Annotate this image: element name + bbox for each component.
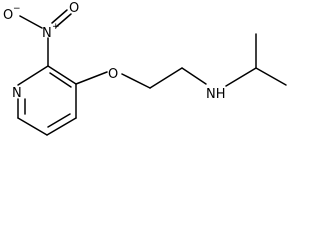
bond-nitro-n-to-o-double-a (51, 9, 68, 24)
bond-ch2-to-ch2 (149, 67, 183, 89)
bond-nitro-n-to-o-minus (19, 15, 43, 29)
bond-nh-to-isopropyl-ch (225, 67, 257, 87)
atom-nitro-oxygen-double: O (69, 1, 79, 16)
bond-nitro-n-to-o-double-b (55, 13, 72, 28)
molecule-structure: O − N + O N O NH (3, 1, 287, 136)
atom-nitro-nitrogen: N (42, 26, 52, 41)
charge-nitro-oxygen-minus: − (13, 4, 21, 14)
atom-label-layer: O − N + O N O NH (3, 1, 226, 102)
bond-ring-c2-n1 (17, 65, 49, 86)
bond-ring-c2-c3-inner (49, 72, 72, 88)
bond-ch2-to-nh (181, 67, 207, 85)
bond-ring-c3-to-ether-o (75, 71, 108, 85)
bond-layer (17, 9, 287, 136)
atom-ring-nitrogen: N (12, 86, 22, 101)
bond-ring-c5-c6 (17, 117, 48, 136)
atom-ether-oxygen: O (108, 67, 118, 82)
charge-nitro-nitrogen: + (52, 22, 60, 32)
atom-amine-nh: NH (206, 87, 226, 102)
bond-ring-c2-c3 (47, 65, 77, 85)
bond-ring-c4-c5-inner (47, 113, 71, 128)
bond-ether-o-to-ch2-a (121, 73, 151, 89)
atom-nitro-oxygen-minus: O (3, 8, 13, 23)
bond-isopropyl-to-methyl-right (255, 67, 287, 86)
bond-ring-c4-c5 (46, 117, 77, 136)
